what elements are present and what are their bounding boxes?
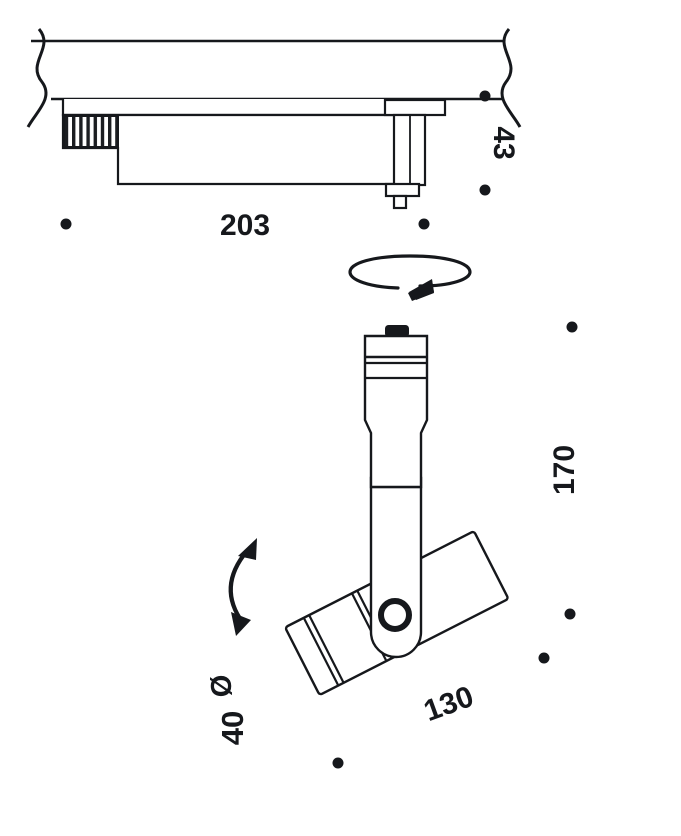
dimension-dot [564, 608, 576, 620]
track-connector [383, 98, 447, 210]
break-line-left [26, 28, 48, 128]
ceiling-section-view: 43 203 [26, 28, 522, 242]
break-line-right [500, 28, 522, 128]
tilt-indicator [228, 538, 257, 636]
knurled-end-detail [63, 115, 119, 148]
diameter-value: 40 [215, 711, 250, 745]
dimension-dot [332, 757, 344, 769]
ceiling-slab [31, 39, 503, 101]
dimension-dot [60, 218, 72, 230]
dimension-43: 43 [487, 126, 520, 159]
rotation-indicator [348, 254, 472, 301]
dimension-dot [479, 184, 491, 196]
dimension-dot [479, 90, 491, 102]
dimension-diameter-40: Ø 40 [206, 675, 250, 746]
recessed-housing [61, 99, 420, 186]
dimension-dots [60, 90, 578, 769]
dimension-170: 170 [548, 445, 581, 495]
spotlight-elevation-view: Ø 40 170 130 [206, 254, 581, 746]
dimension-130: 130 [420, 680, 478, 728]
dimension-dot [566, 321, 578, 333]
diameter-symbol: Ø [206, 675, 238, 698]
dimension-203: 203 [220, 209, 270, 242]
dimension-dot [418, 218, 430, 230]
dimension-dot [538, 652, 550, 664]
pivot-boss [378, 598, 412, 632]
